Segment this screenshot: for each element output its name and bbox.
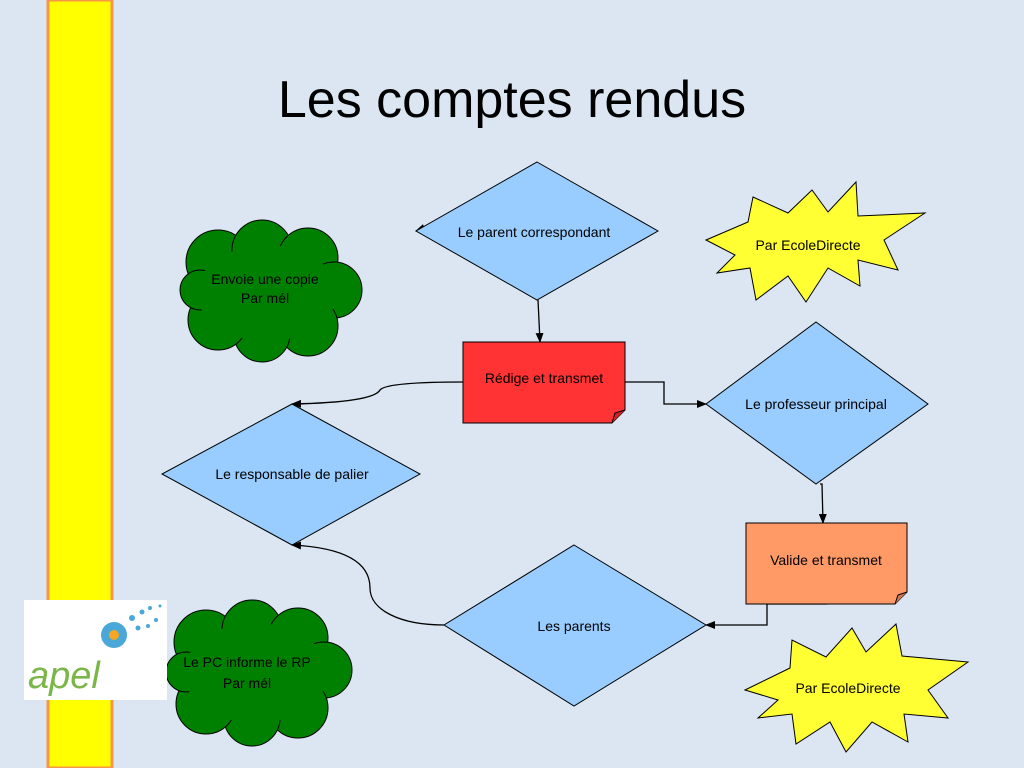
cloud-label-line2: Par mél [223, 675, 271, 691]
arrow-prof-to-valide [818, 483, 827, 524]
node-label: Le parent correspondant [458, 224, 611, 240]
cloud-label-line1: Envoie une copie [211, 271, 319, 287]
node-professeur-principal: Le professeur principal [705, 321, 929, 485]
arrow-redige-to-prof [625, 381, 707, 408]
cloud-label-line2: Par mél [241, 290, 289, 306]
node-label: Valide et transmet [770, 552, 882, 568]
arrow-parents-to-responsable [291, 541, 445, 626]
cloud-pc-informe-rp: Le PC informe le RP Par mél [165, 599, 353, 747]
cloud-label-line1: Le PC informe le RP [183, 654, 311, 670]
logo-text: apel [28, 655, 101, 697]
star-label: Par EcoleDirecte [795, 680, 900, 696]
node-label: Les parents [537, 618, 610, 634]
cloud-envoie-copie: Envoie une copie Par mél [179, 219, 363, 363]
node-label: Le professeur principal [745, 396, 887, 412]
node-parent-correspondant: Le parent correspondant [414, 161, 660, 301]
arrow-valide-to-parents [705, 603, 827, 629]
star-ecoledirecte-top: Par EcoleDirecte [704, 180, 927, 303]
node-label: Le responsable de palier [215, 466, 369, 482]
node-valide-transmet: Valide et transmet [745, 522, 908, 605]
apel-logo: apel [24, 600, 167, 700]
node-redige-transmet: Rédige et transmet [462, 341, 626, 424]
arrow-parent-to-redige [535, 299, 544, 343]
star-label: Par EcoleDirecte [755, 237, 860, 253]
slide-title: Les comptes rendus [278, 71, 746, 129]
node-label: Rédige et transmet [485, 370, 603, 386]
arrow-redige-to-responsable [291, 381, 464, 408]
node-responsable-palier: Le responsable de palier [160, 403, 422, 546]
node-les-parents: Les parents [443, 544, 707, 707]
star-ecoledirecte-bottom: Par EcoleDirecte [743, 623, 970, 753]
